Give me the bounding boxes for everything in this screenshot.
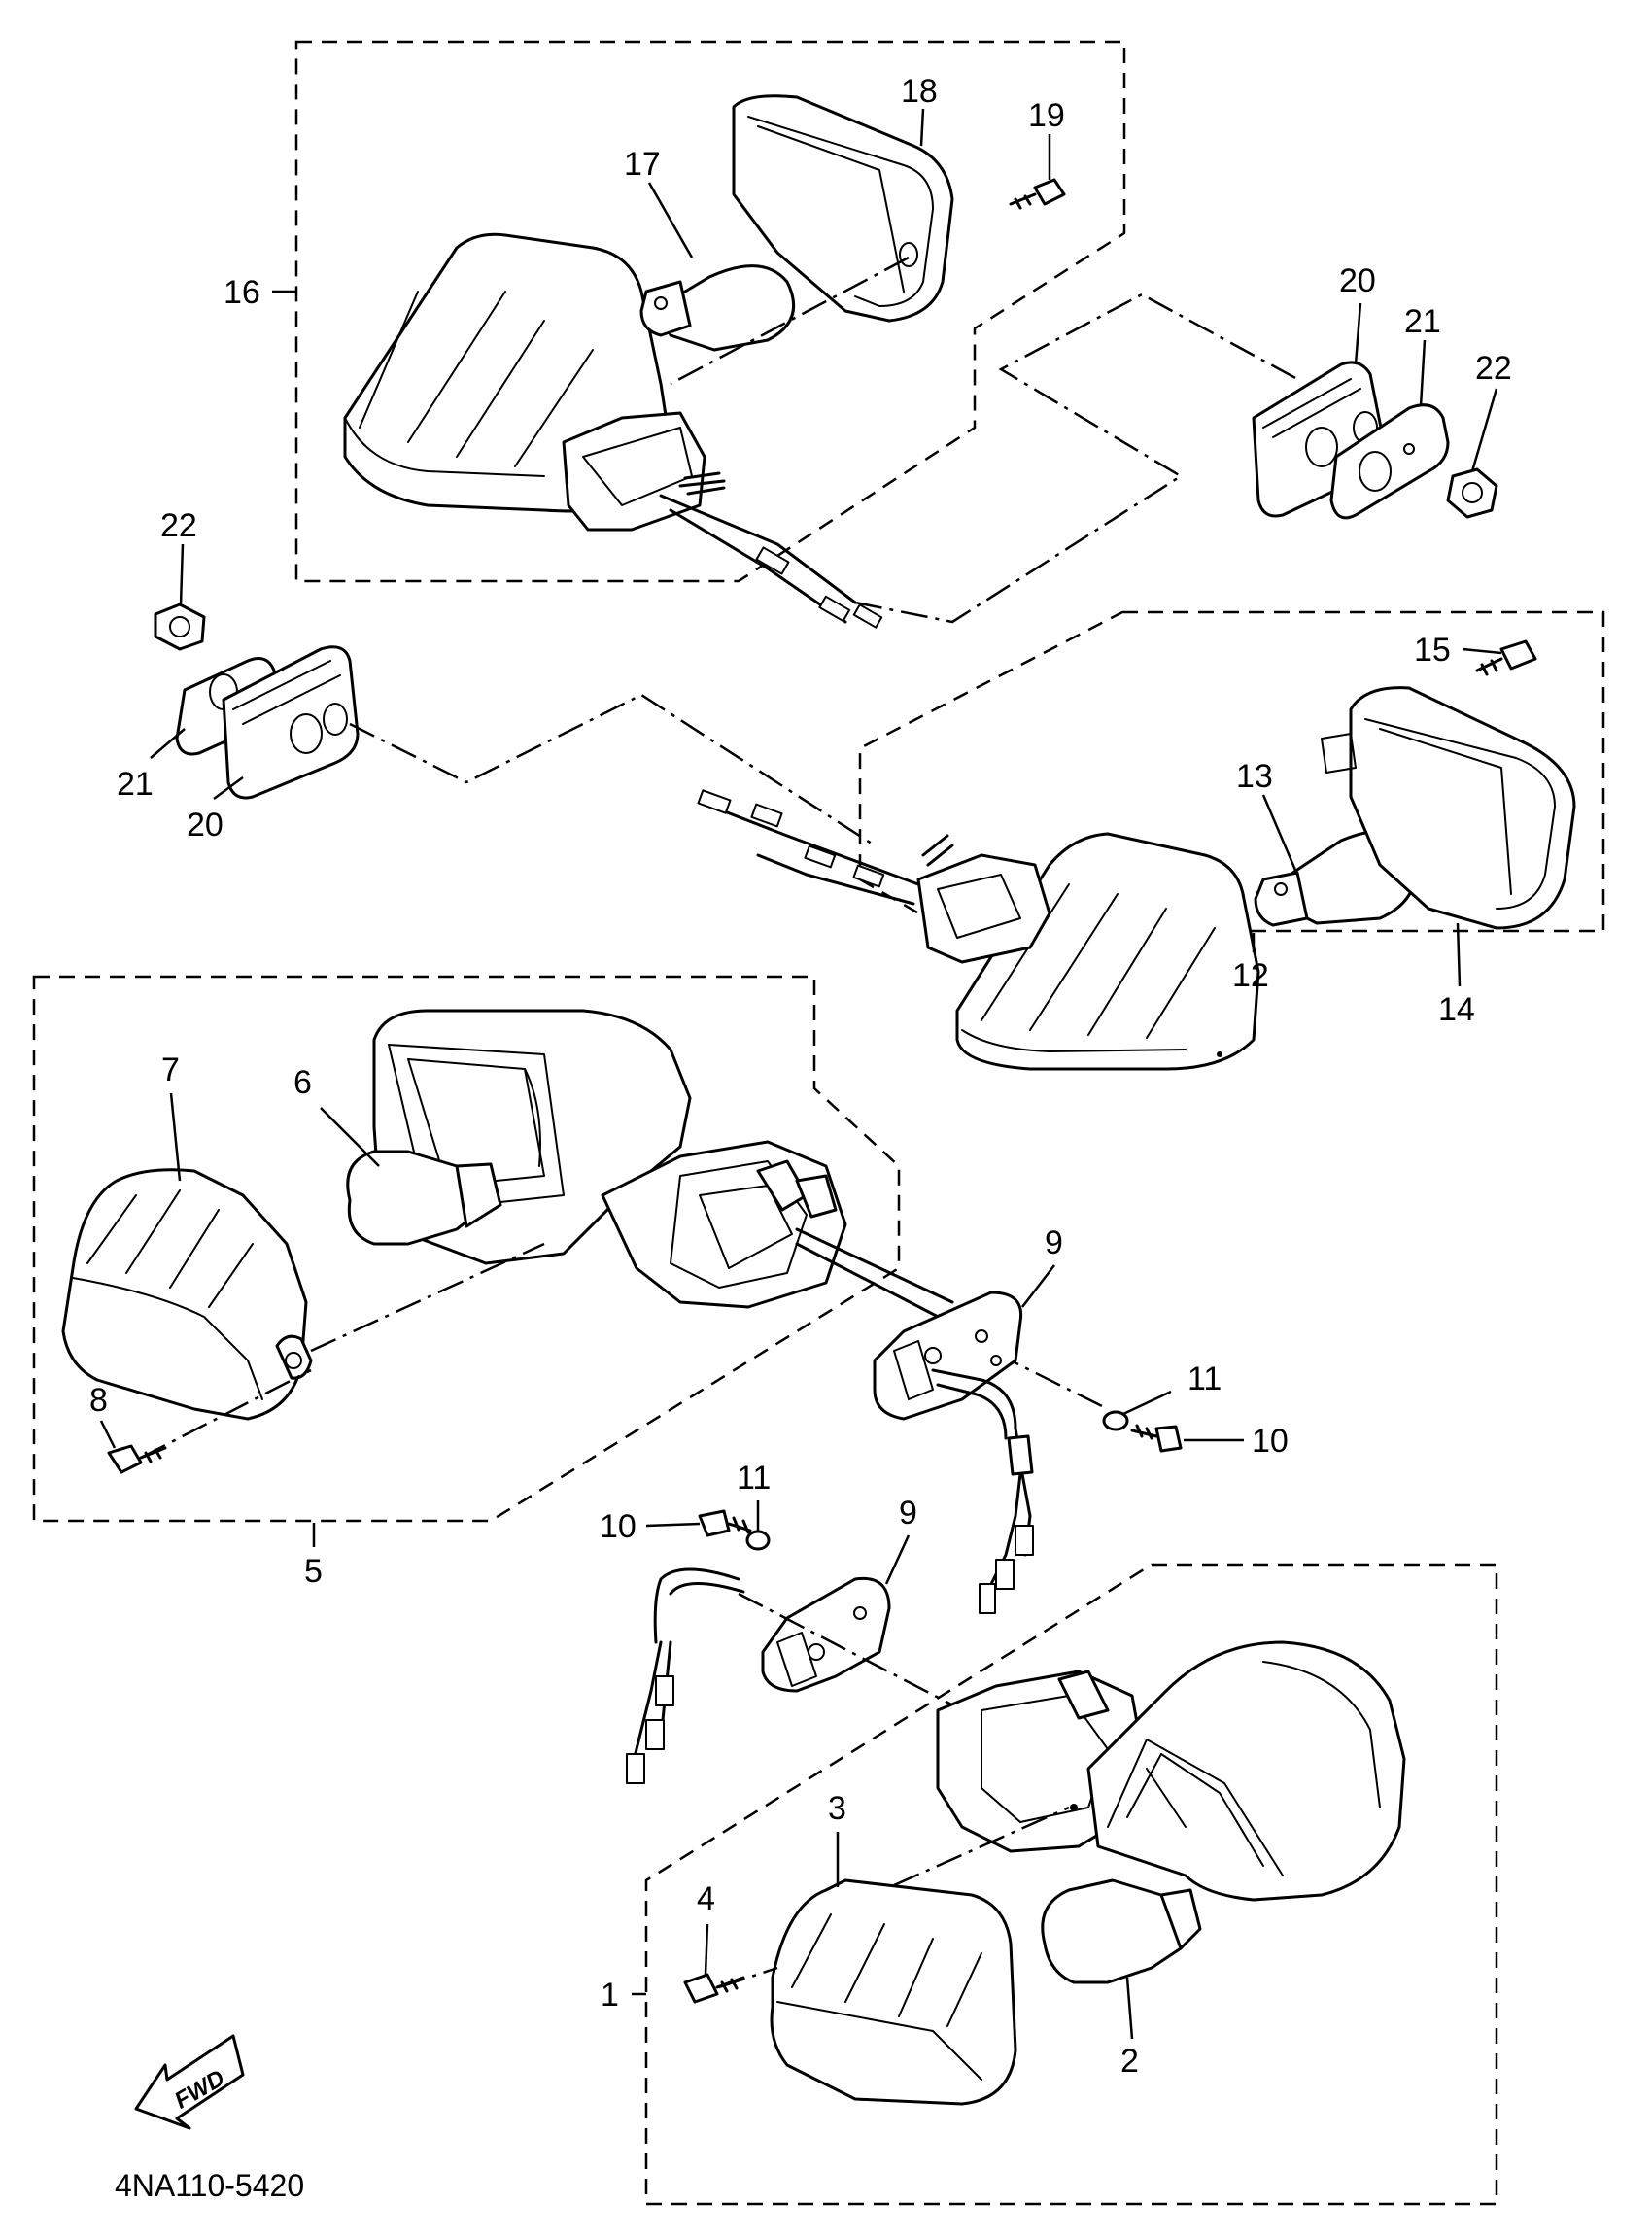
callout-9-upper: 9 bbox=[1045, 1224, 1063, 1261]
callout-6: 6 bbox=[293, 1064, 312, 1101]
lens-3 bbox=[770, 1878, 1017, 2106]
bulb-17 bbox=[639, 264, 796, 352]
callout-4: 4 bbox=[697, 1880, 715, 1917]
bracket-9-upper bbox=[873, 1291, 1034, 1614]
bulb-2 bbox=[1041, 1878, 1202, 1984]
callout-21-right: 21 bbox=[1404, 303, 1441, 340]
callout-2: 2 bbox=[1120, 2043, 1139, 2080]
screw-19 bbox=[1009, 178, 1066, 210]
assembly-16-boundary bbox=[294, 40, 1126, 583]
nut-22-right bbox=[1446, 467, 1498, 519]
callout-18: 18 bbox=[901, 73, 938, 110]
bracket-9-lower bbox=[626, 1567, 891, 1784]
callout-11-lower: 11 bbox=[737, 1460, 771, 1497]
bulb-6 bbox=[346, 1150, 502, 1246]
washer-11-upper bbox=[1102, 1410, 1129, 1431]
turn-signal-housing-16 bbox=[343, 232, 883, 629]
callout-14: 14 bbox=[1438, 991, 1475, 1028]
lens-14 bbox=[1321, 686, 1576, 930]
callout-10-lower: 10 bbox=[600, 1508, 637, 1545]
callout-15: 15 bbox=[1414, 632, 1451, 669]
turn-signal-housing-1 bbox=[936, 1640, 1406, 1902]
callout-5: 5 bbox=[304, 1553, 323, 1590]
callout-22-left: 22 bbox=[160, 507, 197, 544]
screw-15 bbox=[1475, 639, 1537, 676]
callout-17: 17 bbox=[624, 146, 661, 183]
assembly-1-boundary bbox=[644, 1563, 1498, 2206]
callout-leaders bbox=[99, 108, 1502, 2040]
callout-1: 1 bbox=[601, 1977, 619, 2014]
callout-3: 3 bbox=[828, 1790, 846, 1827]
callout-16: 16 bbox=[224, 274, 260, 311]
callout-10-upper: 10 bbox=[1252, 1423, 1289, 1460]
callout-9-lower: 9 bbox=[899, 1495, 917, 1532]
lens-7 bbox=[61, 1168, 313, 1421]
diagram-code: 4NA110-5420 bbox=[115, 2168, 304, 2203]
screw-10-upper bbox=[1130, 1424, 1183, 1453]
screw-4 bbox=[683, 1973, 745, 2004]
callout-7: 7 bbox=[161, 1051, 180, 1088]
nut-22-left bbox=[154, 603, 206, 651]
callout-21-left: 21 bbox=[117, 766, 154, 803]
damper-20-left bbox=[222, 645, 360, 800]
callout-12: 12 bbox=[1232, 957, 1269, 994]
washer-11-lower bbox=[745, 1530, 771, 1551]
callout-13: 13 bbox=[1236, 758, 1273, 795]
callout-22-right: 22 bbox=[1475, 350, 1512, 387]
callout-8: 8 bbox=[89, 1382, 108, 1419]
callout-11-upper: 11 bbox=[1187, 1360, 1222, 1397]
callout-19: 19 bbox=[1028, 97, 1065, 134]
callout-20-right: 20 bbox=[1339, 262, 1376, 299]
screw-10-lower bbox=[698, 1509, 752, 1537]
plate-21-right bbox=[1329, 403, 1450, 520]
callout-20-left: 20 bbox=[187, 807, 224, 844]
forward-direction-arrow-icon: FWD bbox=[134, 2034, 245, 2130]
turn-signal-housing-12 bbox=[697, 789, 1260, 1071]
